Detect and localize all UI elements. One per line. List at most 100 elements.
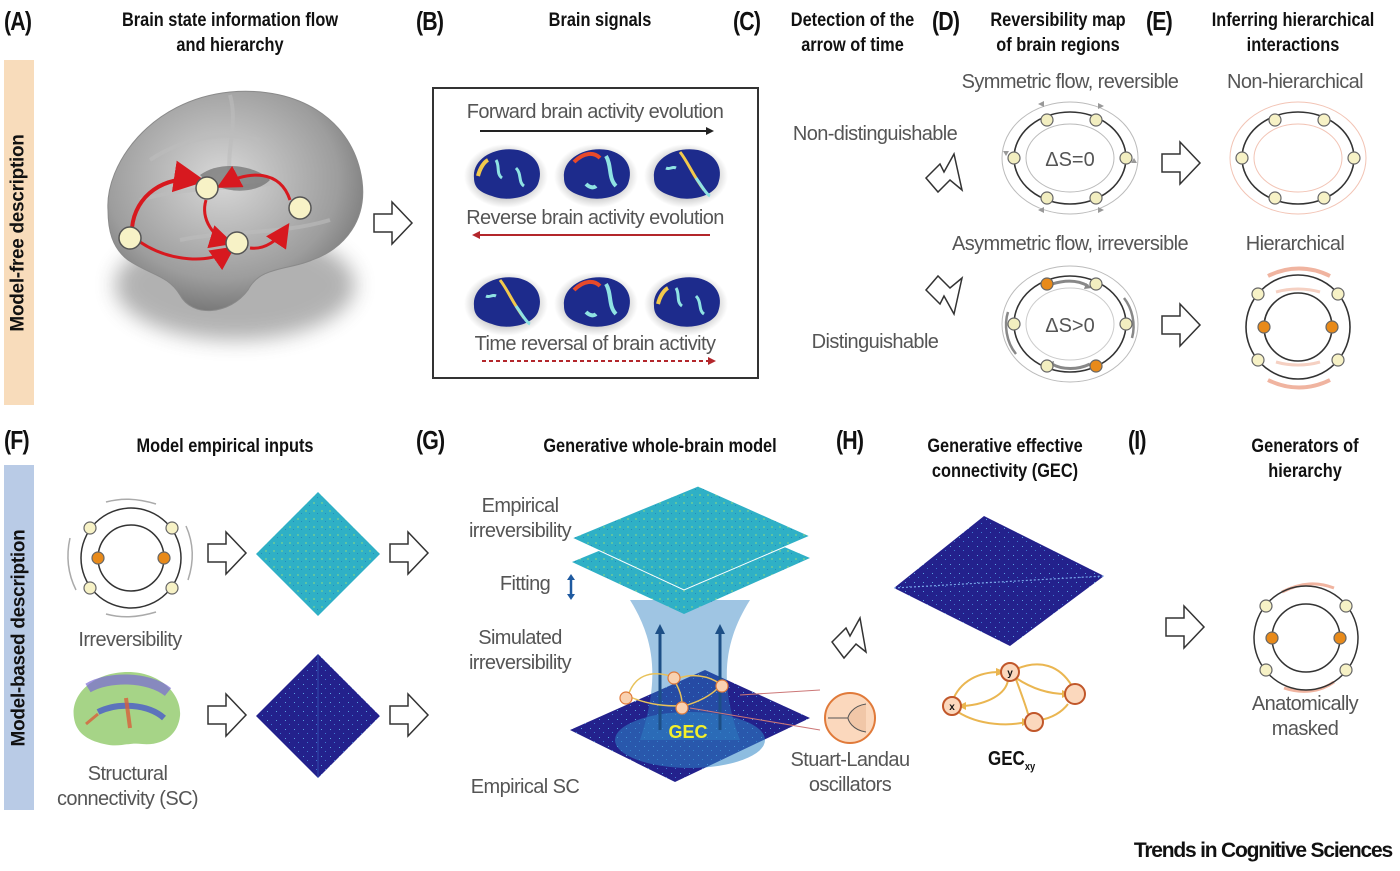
- region-node: [1317, 191, 1331, 205]
- panel-b-letter: (B): [416, 6, 444, 36]
- region-node: [1339, 663, 1353, 677]
- model-free-sidebar: Model-free description: [4, 60, 34, 405]
- arrow-down-right-icon: [924, 274, 964, 317]
- brain-activity-row-reverse: [464, 272, 728, 336]
- panel-a-title-line1: Brain state information flow: [121, 10, 339, 31]
- arrow-up-right-icon: [924, 151, 964, 194]
- region-node: [83, 521, 97, 535]
- gec-xy-network: y x: [942, 662, 1086, 732]
- empirical-irreversibility-label: Empirical irreversibility: [455, 494, 585, 544]
- flow-arrow: [249, 223, 290, 250]
- region-node: [1007, 317, 1021, 331]
- hierarchical-label: Hierarchical: [1245, 233, 1345, 255]
- irreversibility-matrix: [256, 492, 380, 616]
- empirical-sc-label: Empirical SC: [470, 776, 580, 798]
- non-hierarchical-ring: [1229, 101, 1367, 215]
- reverse-label: Reverse brain activity evolution: [466, 207, 724, 229]
- region-node: [165, 581, 179, 595]
- flow-arrow: [130, 160, 206, 229]
- gec-node: [675, 701, 689, 715]
- panel-a-letter: (A): [4, 6, 32, 36]
- distinguishable-label: Distinguishable: [811, 331, 939, 353]
- simulated-irreversibility-label: Simulated irreversibility: [455, 626, 585, 676]
- region-node: [165, 521, 179, 535]
- brain-map-6: [644, 272, 728, 336]
- panel-d-title: Reversibility map of brain regions: [981, 8, 1136, 58]
- stuart-landau-oscillator-icon: [824, 692, 876, 744]
- gec-main: GEC: [988, 748, 1025, 770]
- symmetric-ring-diagram: ΔS=0: [1001, 101, 1139, 215]
- region-node-orange: [1089, 359, 1103, 373]
- anatomically-masked-label: Anatomically masked: [1230, 692, 1380, 742]
- panel-i-letter: (I): [1128, 425, 1146, 455]
- brain-map-3: [644, 144, 728, 208]
- panel-e-title-line1: Inferring hierarchical: [1211, 10, 1375, 31]
- fitting-double-arrow-icon: [567, 574, 575, 600]
- region-node: [1119, 317, 1133, 331]
- arrow-right-icon: [207, 530, 248, 576]
- region-node-orange: [157, 551, 171, 565]
- node-y-label: y: [1007, 668, 1013, 679]
- delta-s-positive: ΔS>0: [1045, 315, 1095, 337]
- panel-f-letter: (F): [4, 425, 30, 455]
- region-node-orange: [1257, 320, 1271, 334]
- sl-line2: oscillators: [808, 774, 892, 796]
- region-node: [1089, 277, 1103, 291]
- region-node: [1089, 191, 1103, 205]
- region-node: [288, 196, 312, 220]
- arrow-up-right-icon: [831, 615, 868, 660]
- arrow-right-icon: [207, 692, 248, 738]
- flow-arrow: [203, 199, 234, 249]
- gec-node-x: [942, 696, 962, 716]
- tractography-brain: [73, 672, 181, 746]
- region-node: [1251, 287, 1265, 301]
- region-node: [1268, 113, 1282, 127]
- sim-irr-line1: Simulated: [478, 627, 562, 649]
- fitting-label: Fitting: [499, 573, 551, 595]
- region-node: [1331, 287, 1345, 301]
- brain-flow-illustration: [107, 90, 364, 340]
- arrow-right-icon: [1161, 302, 1202, 348]
- structural-connectivity-label: Structural connectivity (SC): [40, 762, 215, 812]
- flow-arrow: [216, 165, 292, 201]
- gec-sub: xy: [1024, 761, 1036, 773]
- whole-brain-model-stack: GEC: [570, 485, 821, 782]
- masked-line2: masked: [1271, 718, 1339, 740]
- region-node: [1259, 663, 1273, 677]
- gec-node: [715, 679, 729, 693]
- region-node: [83, 581, 97, 595]
- forward-label: Forward brain activity evolution: [466, 101, 724, 123]
- region-node-orange: [1040, 277, 1054, 291]
- gec-node-y: [1000, 662, 1020, 682]
- symmetric-flow-label: Symmetric flow, reversible: [961, 71, 1179, 93]
- region-node: [1089, 113, 1103, 127]
- model-based-label: Model-based description: [8, 529, 30, 746]
- region-node: [1347, 151, 1361, 165]
- model-free-label: Model-free description: [8, 133, 29, 332]
- arrow-right-icon: [373, 200, 414, 246]
- delta-s-zero: ΔS=0: [1045, 149, 1095, 171]
- region-node: [1040, 359, 1054, 373]
- region-node: [1119, 151, 1133, 165]
- panel-i-title-line1: Generators of: [1251, 436, 1359, 457]
- gec-node: [1024, 712, 1044, 732]
- flow-arrow: [139, 240, 235, 271]
- panel-h-title: Generative effective connectivity (GEC): [906, 434, 1104, 484]
- panel-a-title-line2: and hierarchy: [176, 35, 284, 56]
- time-reversal-label: Time reversal of brain activity: [474, 333, 716, 355]
- region-node: [1235, 151, 1249, 165]
- time-reversal-arrow: [482, 357, 716, 365]
- region-node: [195, 176, 219, 200]
- reverse-arrow: [472, 231, 710, 239]
- sl-line1: Stuart-Landau: [790, 749, 911, 771]
- brain-map-4: [464, 272, 548, 336]
- asymmetric-flow-label: Asymmetric flow, irreversible: [952, 233, 1189, 255]
- region-node-orange: [1265, 631, 1279, 645]
- region-node-orange: [91, 551, 105, 565]
- arrow-right-icon: [389, 692, 430, 738]
- irreversibility-label: Irreversibility: [78, 629, 182, 651]
- irreversibility-ring: [67, 498, 193, 618]
- panel-c-title: Detection of the arrow of time: [782, 8, 924, 58]
- node-x-label: x: [949, 702, 955, 713]
- panel-i-title: Generators of hierarchy: [1232, 434, 1378, 484]
